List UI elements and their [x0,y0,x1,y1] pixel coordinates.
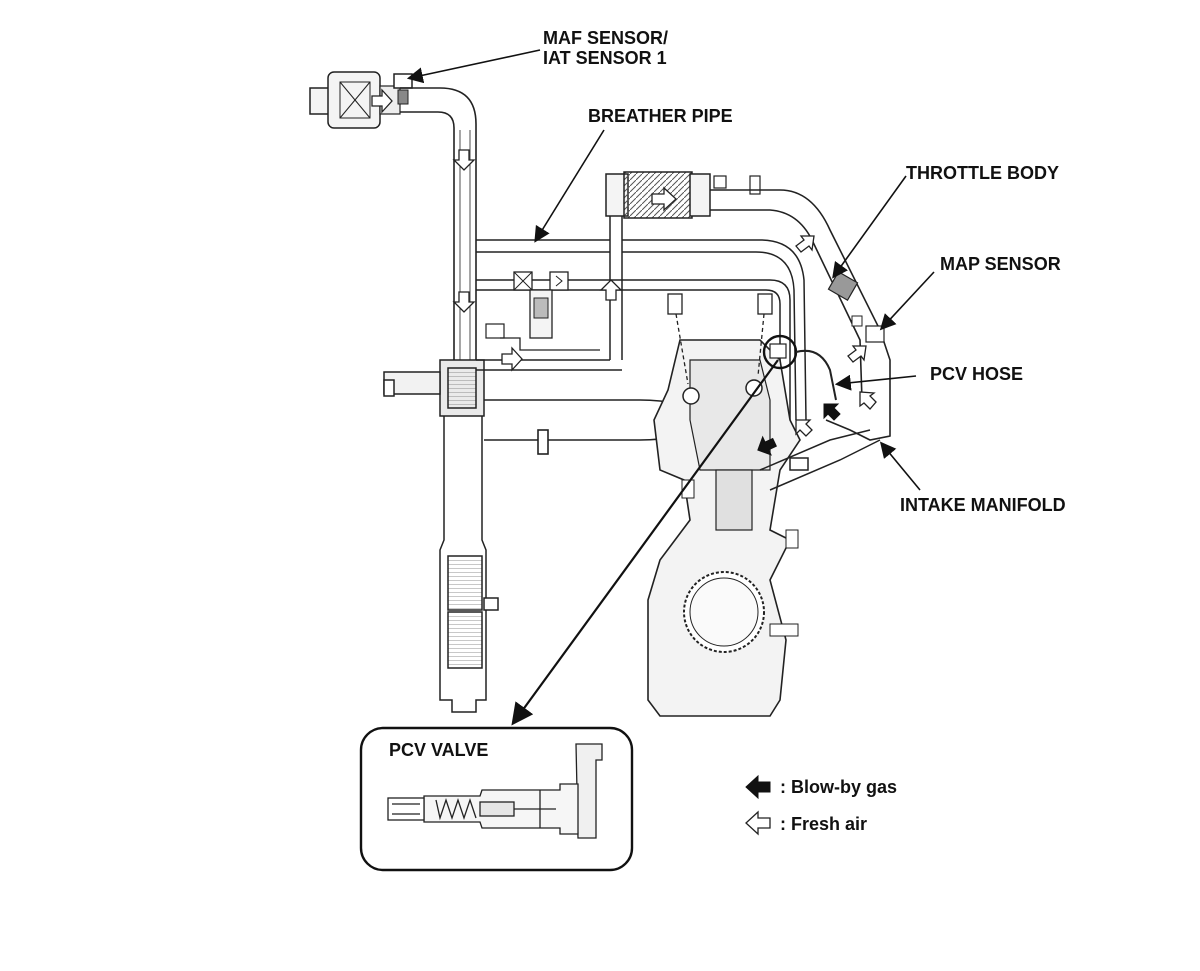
legend-blow-by-label: : Blow-by gas [780,777,898,797]
upper-filter [605,171,761,219]
iat-sensor-label: IAT SENSOR 1 [543,48,667,68]
breather-pipe [476,239,807,421]
pcv-valve-drawing [387,743,603,839]
lower-intake-pipe [484,399,681,455]
map-sensor-label: MAP SENSOR [940,254,1061,274]
intake-manifold-runner [759,429,881,491]
injectors [667,293,773,385]
pcv-valve-label: PCV VALVE [389,740,489,760]
pcv-valve-location [762,334,837,401]
throttle-body [827,271,885,343]
legend-symbols [745,774,771,836]
blow-by-arrow-icon [745,774,771,800]
blow-by-arrows [757,403,841,456]
pcv-hose-label: PCV HOSE [930,364,1024,384]
throttle-body-label: THROTTLE BODY [906,163,1059,183]
purge-valves [485,271,600,351]
breather-pipe-label: BREATHER PIPE [588,106,733,126]
intake-duct [400,87,477,360]
pcv-valve-inset [359,726,634,872]
legend-fresh-air-label: : Fresh air [780,814,868,834]
engine-block [647,339,801,717]
maf-sensor-label: MAF SENSOR/ [543,28,669,48]
fresh-air-arrow-icon [745,810,771,836]
intake-manifold-label: INTAKE MANIFOLD [900,495,1066,515]
exhaust-column [383,359,499,713]
fresh-air-arrows [371,88,877,437]
